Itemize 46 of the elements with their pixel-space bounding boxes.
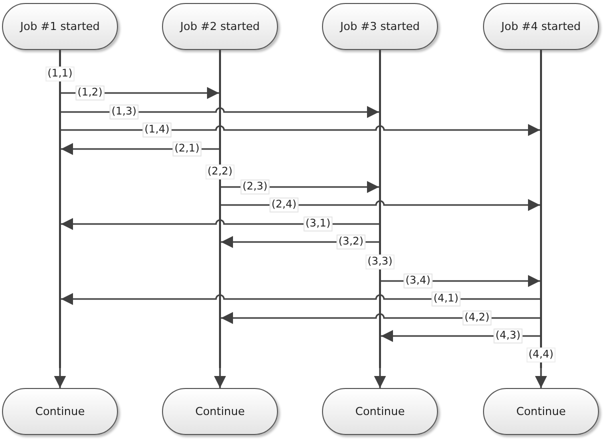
step-label: (1,1)	[46, 66, 74, 82]
edge-label: (2,3)	[240, 180, 270, 194]
step-label: (3,3)	[366, 254, 394, 270]
edge-label: (3,2)	[336, 234, 366, 250]
edge-label: (2,4)	[270, 198, 298, 212]
lifeline-bar	[540, 50, 542, 368]
edge-label: (2,1)	[172, 142, 202, 156]
message-arrow	[61, 106, 379, 118]
node-text: Continue	[355, 405, 405, 418]
terminal-node	[483, 3, 599, 50]
terminal-node	[2, 3, 118, 50]
arrow	[535, 368, 547, 388]
edge-label: (4,2)	[462, 310, 492, 326]
terminal-node	[322, 3, 438, 50]
edge-label: (1,3)	[110, 104, 138, 120]
lifeline-bar	[59, 50, 61, 368]
edge-label: (3,1)	[304, 216, 332, 232]
edge-label: (4,1)	[432, 292, 460, 306]
node-text: Continue	[516, 405, 566, 418]
message-arrow	[221, 199, 540, 211]
node-text: Job #4 started	[501, 20, 581, 33]
terminal-node	[483, 388, 599, 435]
terminal-node	[2, 388, 118, 435]
edge-label: (4,3)	[494, 328, 522, 344]
step-label: (2,2)	[206, 164, 234, 180]
message-arrow	[61, 218, 379, 230]
lifeline-bar	[219, 50, 221, 368]
step-label: (4,4)	[526, 348, 556, 362]
node-text: Continue	[195, 405, 245, 418]
arrow	[54, 368, 66, 388]
arrow	[374, 368, 386, 388]
lifeline-bar	[379, 50, 381, 368]
node-text: Job #2 started	[180, 20, 260, 33]
node-text: Continue	[35, 405, 85, 418]
message-arrow	[221, 312, 540, 324]
node-text: Job #3 started	[340, 20, 420, 33]
terminal-node	[162, 3, 278, 50]
message-arrow	[61, 293, 540, 305]
terminal-node	[162, 388, 278, 435]
arrow	[214, 368, 226, 388]
message-arrow	[61, 124, 540, 136]
node-text: Job #1 started	[20, 20, 100, 33]
edge-label: (3,4)	[404, 274, 432, 288]
edge-label: (1,2)	[76, 86, 104, 100]
terminal-node	[322, 388, 438, 435]
edge-label: (1,4)	[142, 122, 172, 138]
